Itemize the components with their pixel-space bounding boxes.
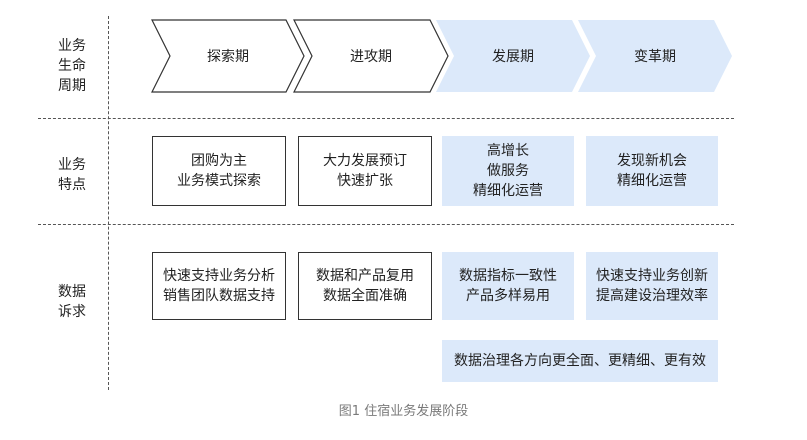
row-label-demands: 数据 诉求 — [58, 284, 86, 320]
trait-box-2: 大力发展预订 快速扩张 — [298, 136, 432, 206]
row-divider-2 — [38, 224, 734, 225]
phase-label-1: 探索期 — [207, 48, 249, 65]
phase-chevron-4 — [578, 20, 732, 92]
demand-box-shared: 数据治理各方向更全面、更精细、更有效 — [442, 340, 718, 382]
phase-chevrons: 探索期 进攻期 发展期 变革期 — [151, 19, 732, 93]
trait-box-4: 发现新机会 精细化运营 — [586, 136, 718, 206]
figure-caption: 图1 住宿业务发展阶段 — [338, 404, 469, 419]
row-label-lifecycle: 业务 生命 周期 — [58, 38, 86, 94]
phase-label-4: 变革期 — [634, 49, 676, 65]
demand-box-3: 数据指标一致性 产品多样易用 — [442, 252, 574, 320]
phase-chevron-2 — [293, 19, 449, 93]
vertical-divider — [108, 16, 109, 390]
demand-box-1: 快速支持业务分析 销售团队数据支持 — [152, 252, 286, 320]
row-divider-1 — [38, 118, 734, 119]
trait-box-1: 团购为主 业务模式探索 — [152, 136, 286, 206]
demand-box-2: 数据和产品复用 数据全面准确 — [298, 252, 432, 320]
phase-label-2: 进攻期 — [350, 49, 392, 65]
phase-chevron-3 — [436, 20, 590, 92]
trait-box-3: 高增长 做服务 精细化运营 — [442, 136, 574, 206]
phase-chevron-1 — [151, 19, 305, 93]
demand-box-4: 快速支持业务创新 提高建设治理效率 — [586, 252, 718, 320]
phase-label-3: 发展期 — [492, 49, 534, 65]
row-label-traits: 业务 特点 — [58, 157, 86, 193]
